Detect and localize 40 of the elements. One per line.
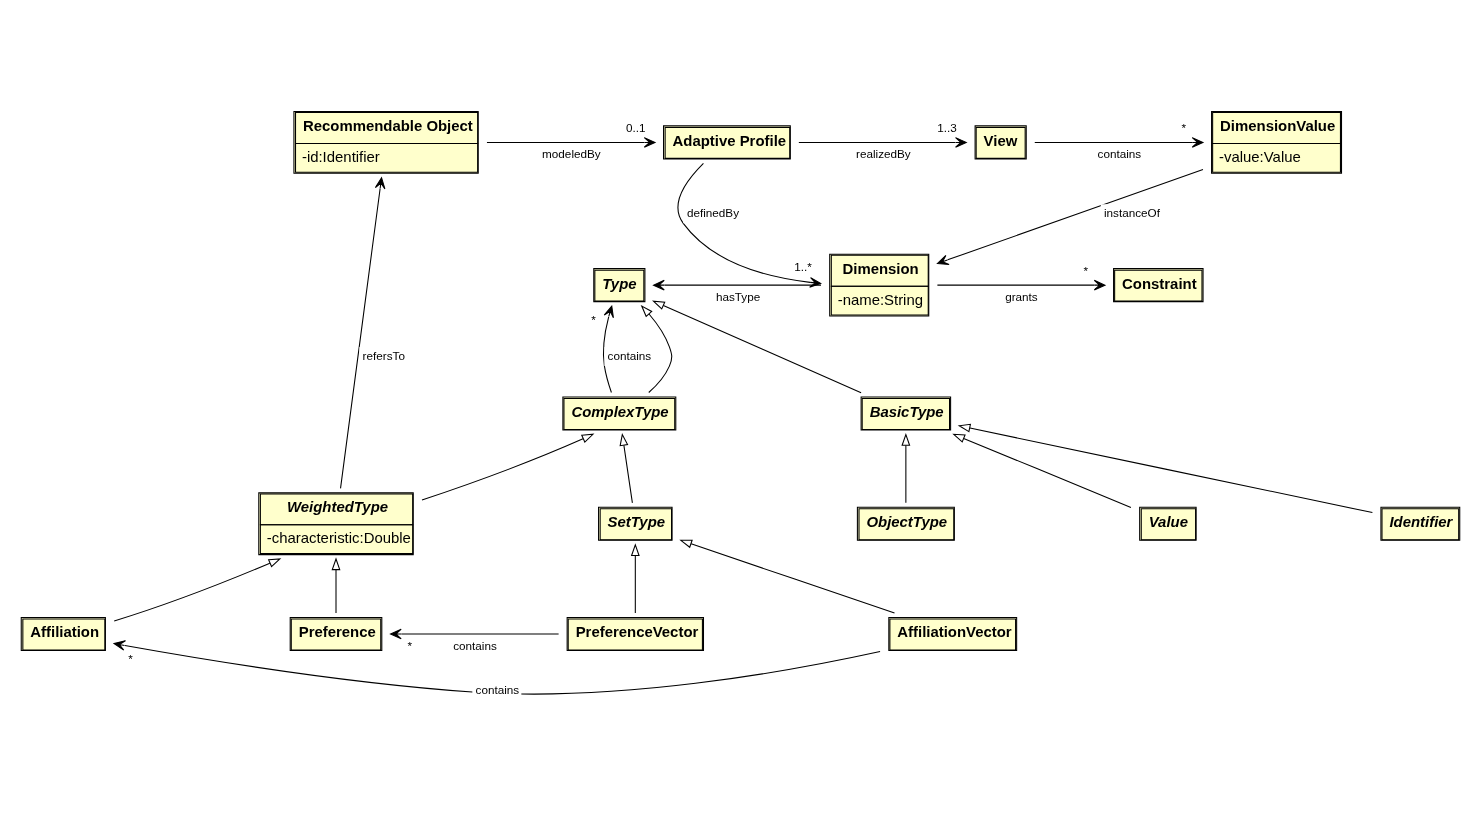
- edge-label: instanceOf: [1103, 205, 1160, 219]
- arrow: [901, 432, 911, 503]
- label: 1..3: [937, 120, 957, 134]
- arrow: [957, 423, 1373, 513]
- arrow: [340, 176, 386, 489]
- arrow: [390, 628, 560, 639]
- arrow: [331, 556, 341, 614]
- arrow: [936, 279, 1106, 290]
- edge-label: contains: [453, 638, 497, 652]
- label: *: [591, 312, 596, 326]
- label: 1..*: [794, 259, 812, 273]
- arrow: [486, 136, 656, 148]
- arrow: [679, 539, 896, 614]
- edge-label: hasType: [716, 289, 761, 303]
- arrow: [602, 305, 614, 393]
- arrow: [1034, 136, 1204, 148]
- edge-label: contains: [1097, 146, 1142, 160]
- arrow: [113, 639, 881, 695]
- label: *: [1083, 263, 1089, 277]
- arrow: [619, 432, 633, 503]
- arrow: [630, 542, 640, 614]
- arrow: [421, 433, 595, 501]
- arrow: [952, 433, 1132, 508]
- edge-label: grants: [1005, 289, 1038, 303]
- arrow: [798, 136, 967, 148]
- edge-label: realizedBy: [856, 146, 911, 160]
- edge-label: modeledBy: [542, 146, 601, 160]
- label: *: [128, 651, 133, 665]
- label: *: [407, 638, 413, 652]
- arrow: [653, 279, 822, 290]
- edge-label: definedBy: [686, 205, 740, 219]
- arrow: [640, 304, 673, 393]
- edge-label: contains: [475, 682, 520, 696]
- arrow: [936, 168, 1204, 265]
- label: *: [1181, 120, 1186, 134]
- edge-label: refersTo: [362, 347, 405, 361]
- label: 0..1: [626, 120, 646, 134]
- arrow: [652, 300, 862, 393]
- arrow: [113, 557, 282, 622]
- edge-label: contains: [607, 347, 652, 361]
